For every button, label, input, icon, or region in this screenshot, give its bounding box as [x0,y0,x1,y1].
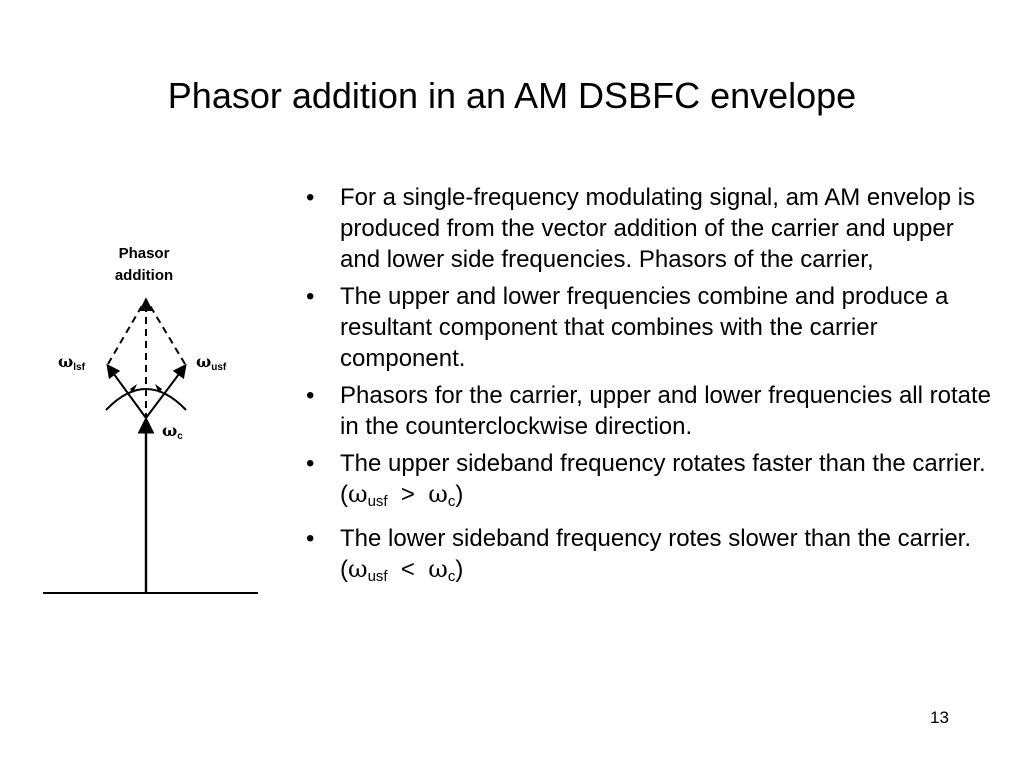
subscript-c: c [447,493,456,510]
subscript-c: c [447,568,456,585]
dashed-lsf-to-resultant [107,303,144,365]
lsf-label: ωlsf [58,352,86,373]
bullet-text: The upper sideband frequency rotates fas… [340,450,986,510]
omega-symbol: ω [428,555,448,583]
slide-title: Phasor addition in an AM DSBFC envelope [167,75,857,116]
page-number: 13 [930,708,949,727]
bullet-text: The upper and lower frequencies combine … [340,283,949,372]
usf-phasor [145,363,187,419]
rotation-arc [105,388,187,411]
lsf-phasor [106,363,147,419]
phasor-diagram-svg: Phasor addition ωlsf ωusf ωc [43,245,258,594]
omega-symbol: ω [348,555,368,583]
bullet-item: • The upper sideband frequency rotates f… [300,448,1000,517]
comparison-operator: < [387,556,429,583]
bullet-text: Phasors for the carrier, upper and lower… [340,382,992,440]
usf-rotation-arrow [155,384,162,393]
bullet-icon: • [306,450,315,477]
bullet-item: • The upper and lower frequencies combin… [300,281,1000,374]
carrier-label: ωc [162,421,183,442]
usf-label: ωusf [196,352,227,373]
lsf-rotation-arrow [130,384,137,393]
phasor-diagram: Phasor addition ωlsf ωusf ωc [38,238,266,610]
bullet-icon: • [306,184,315,211]
bullet-item: • The lower sideband frequency rotes slo… [300,523,1000,592]
diagram-title-line2: addition [115,267,173,284]
bullet-text: For a single-frequency modulating signal… [340,184,975,273]
bullet-list: • For a single-frequency modulating sign… [300,182,1000,598]
omega-symbol: ω [428,480,448,508]
bullet-item: • For a single-frequency modulating sign… [300,182,1000,275]
bullet-icon: • [306,283,315,310]
subscript-usf: usf [367,493,388,510]
comparison-operator: > [387,481,429,508]
omega-symbol: ω [348,480,368,508]
bullet-icon: • [306,525,315,552]
subscript-usf: usf [367,568,388,585]
bullet-icon: • [306,382,315,409]
bullet-item: • Phasors for the carrier, upper and low… [300,380,1000,442]
diagram-title-line1: Phasor [119,245,170,262]
dashed-usf-to-resultant [148,303,186,365]
bullet-text: The lower sideband frequency rotes slowe… [340,525,971,585]
